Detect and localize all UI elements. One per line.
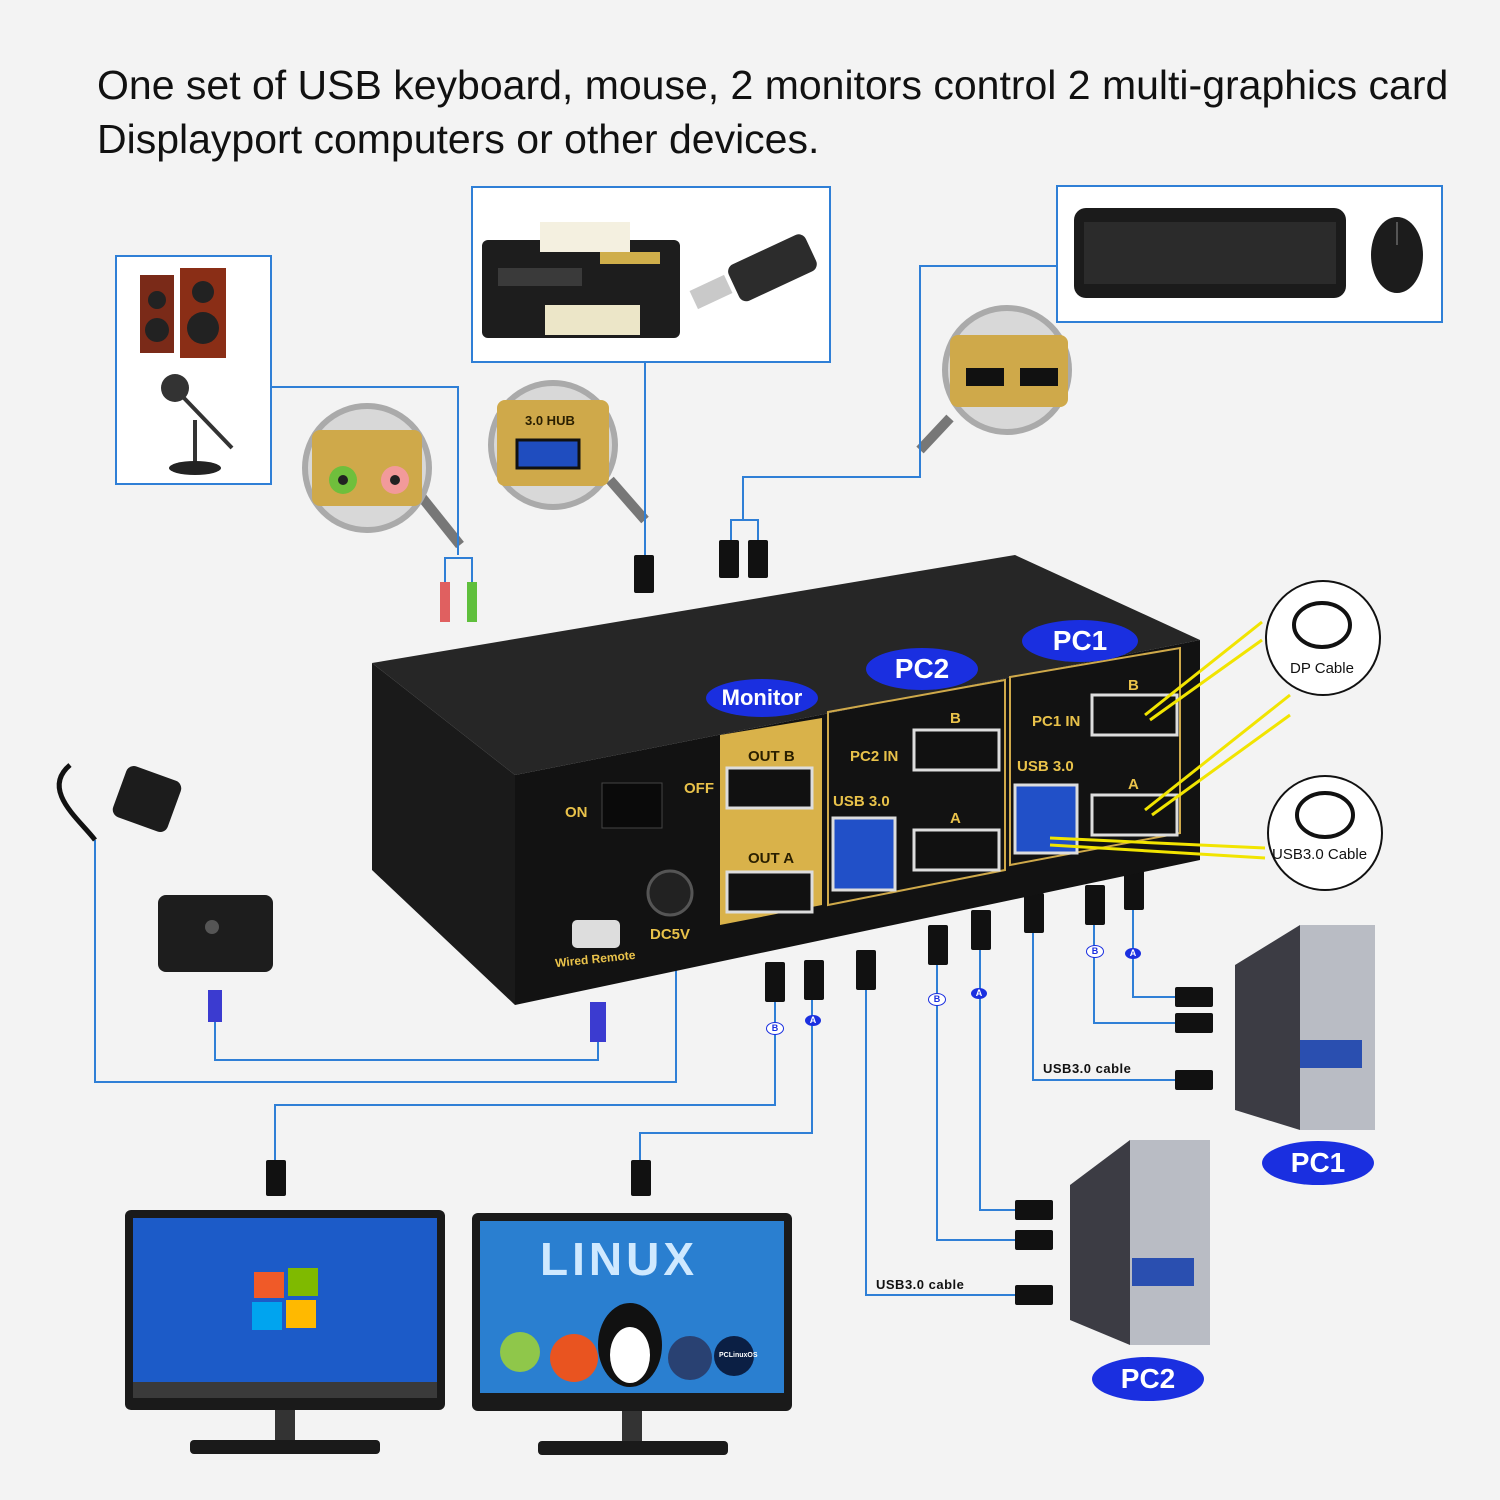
monitor-label: Monitor	[706, 679, 818, 717]
pc1-usb-cable-label: USB3.0 cable	[1043, 1061, 1132, 1076]
pc2-in-label: PC2 IN	[850, 748, 899, 765]
mouse-icon	[1371, 217, 1423, 293]
pc2-usb-cable-label: USB3.0 cable	[876, 1277, 965, 1292]
cable-b-badge: B	[766, 1022, 784, 1035]
usb-flash-drive-icon	[689, 234, 817, 310]
pc1-port-a-label: A	[1128, 776, 1139, 793]
pclinuxos-text: PCLinuxOS	[719, 1352, 758, 1359]
usb-plugs	[266, 540, 1213, 1305]
pc1-port-label: PC1	[1022, 620, 1138, 662]
pc1-tower-icon	[1235, 925, 1375, 1130]
out-b-label: OUT B	[748, 748, 795, 765]
cable-b-badge: B	[1086, 945, 1104, 958]
hub-label: 3.0 HUB	[525, 413, 575, 428]
pc1-port-b-label: B	[1128, 677, 1139, 694]
usb-cable-label: USB3.0 Cable	[1272, 846, 1368, 863]
cable-a-badge: A	[805, 1015, 821, 1026]
dp-cable-circle	[1265, 580, 1381, 696]
linux-screen-text: LINUX	[540, 1233, 698, 1285]
audio-ports-magnifier	[302, 403, 464, 549]
usb-cable-circle	[1267, 775, 1383, 891]
callout-rays	[1049, 620, 1291, 860]
cable-b-badge: B	[928, 993, 946, 1006]
page-title: One set of USB keyboard, mouse, 2 monito…	[97, 62, 1449, 162]
dp-cable-label: DP Cable	[1290, 660, 1354, 677]
pc2-port-a-label: A	[950, 810, 961, 827]
kvm-usb-ports-magnifier	[916, 305, 1072, 454]
speakers-icon	[140, 268, 226, 358]
cable-a-badge: A	[971, 988, 987, 999]
usb-hub-magnifier	[488, 380, 649, 524]
pc1-usb30-label: USB 3.0	[1017, 758, 1074, 775]
dc5v-label: DC5V	[650, 926, 691, 943]
pc2-port-label: PC2	[866, 648, 978, 690]
cable-a-badge: A	[1125, 948, 1141, 959]
pc1-in-label: PC1 IN	[1032, 713, 1081, 730]
pc2-port-b-label: B	[950, 710, 961, 727]
connection-lines	[94, 265, 1175, 1296]
kvm-switch-body	[372, 555, 1200, 1005]
out-a-label: OUT A	[748, 850, 795, 867]
remote-jacks	[208, 990, 606, 1042]
pc2-computer-label: PC2	[1092, 1357, 1204, 1401]
audio-jacks	[440, 582, 477, 622]
power-adapter-icon	[56, 763, 182, 842]
keyboard-icon	[1074, 208, 1346, 298]
pc1-computer-label: PC1	[1262, 1141, 1374, 1185]
monitor-windows-icon	[125, 1210, 445, 1454]
off-label: OFF	[684, 780, 714, 797]
pc2-usb30-label: USB 3.0	[833, 793, 890, 810]
microphone-icon	[161, 374, 234, 475]
monitor-linux-icon	[472, 1213, 792, 1455]
wired-remote-device	[158, 895, 273, 972]
on-label: ON	[565, 804, 588, 821]
printer-icon	[482, 222, 680, 338]
pc2-tower-icon	[1070, 1140, 1210, 1345]
